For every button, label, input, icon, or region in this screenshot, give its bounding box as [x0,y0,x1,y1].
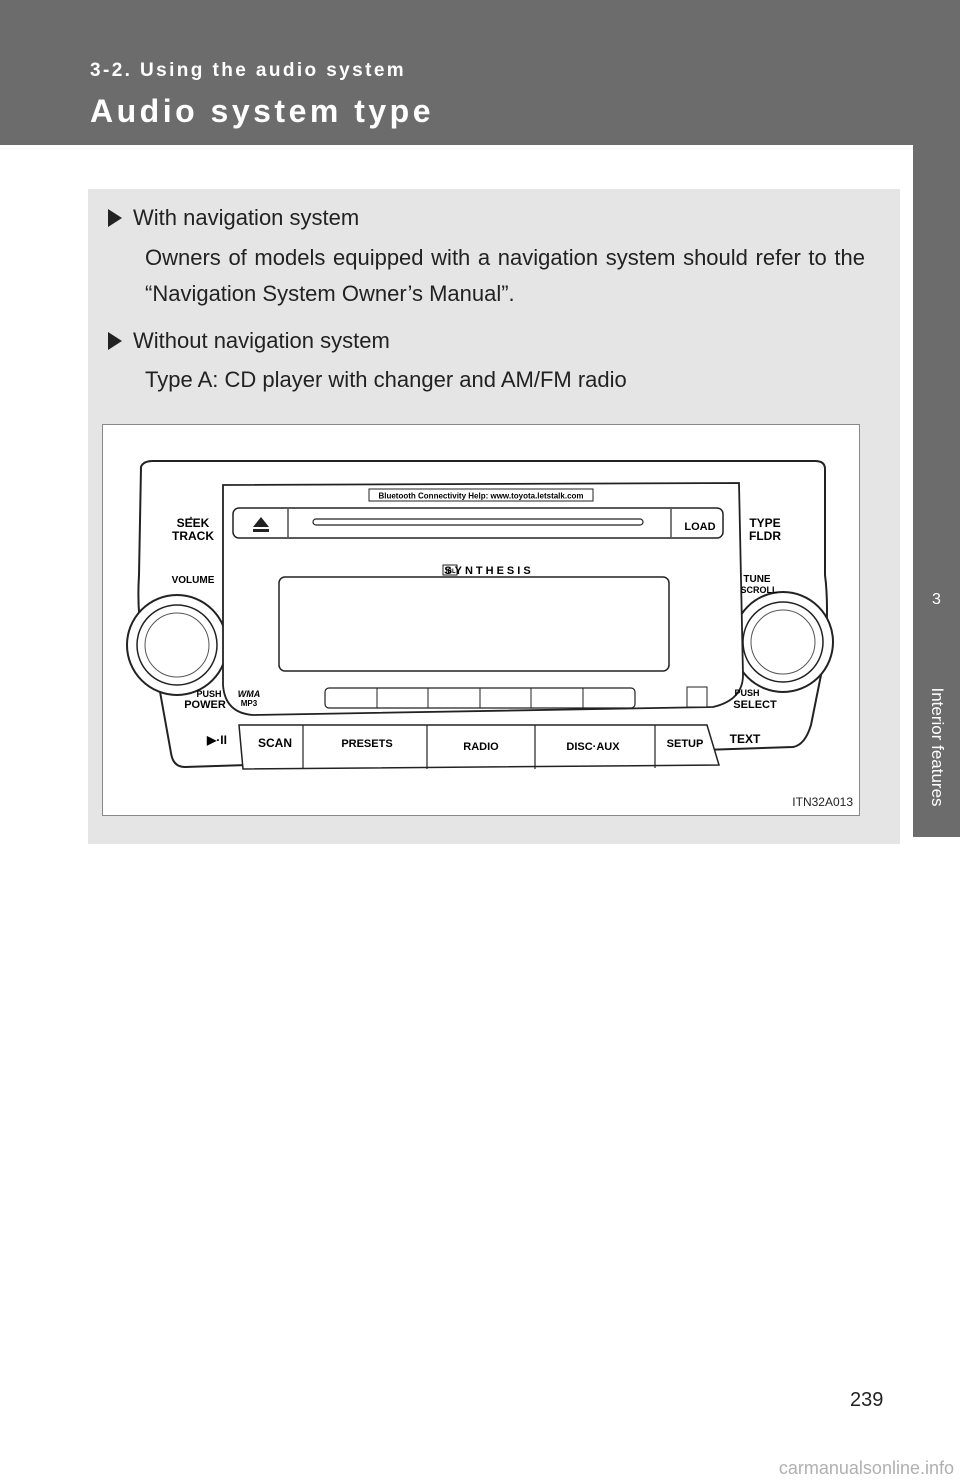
load-label: LOAD [684,521,715,533]
bullet-arrow-icon [108,209,122,227]
power-label: POWER [184,699,226,711]
section-label: 3-2. Using the audio system [90,60,407,81]
wma-logo: WMA [238,689,261,699]
volume-label: VOLUME [172,575,215,586]
side-tab-strip [913,145,960,557]
bullet-description: Owners of models equipped with a navigat… [145,245,865,306]
type-label: TYPE [749,516,780,530]
chapter-label-tab: Interior features [913,657,960,837]
setup-label: SETUP [667,738,704,750]
seek-label: SEEK [177,516,210,530]
page-title: Audio system type [90,93,435,129]
track-label: TRACK [172,529,214,543]
display-screen [278,576,670,672]
page-header: 3-2. Using the audio system Audio system… [0,0,960,145]
scroll-label: SCROLL [741,585,779,595]
synthesis-logo: SYNTHESIS [444,565,533,577]
audio-unit-figure: Bluetooth Connectivity Help: www.toyota.… [102,424,860,816]
jbl-logo: JBL [444,569,456,575]
bullet-without-navigation: Without navigation system [108,328,390,354]
select-label: SELECT [733,699,777,711]
play-pause-label: ▶·II [206,733,227,747]
disc-aux-label: DISC·AUX [566,741,620,753]
tune-label: TUNE [743,574,771,585]
bullet-description: Type A: CD player with changer and AM/FM… [145,367,627,392]
chapter-tab[interactable]: 3 [913,557,960,657]
radio-label: RADIO [463,741,499,753]
scan-label: SCAN [258,736,292,750]
side-tab-top [913,0,960,145]
bluetooth-label: Bluetooth Connectivity Help: www.toyota.… [378,492,583,501]
bullet-arrow-icon [108,332,122,350]
page-number: 239 [850,1389,884,1411]
eject-icon [253,517,269,527]
chapter-number: 3 [932,591,941,608]
mp3-logo: MP3 [241,699,258,708]
push-label: PUSH [734,688,759,698]
figure-id: ITN32A013 [792,795,853,809]
fldr-label: FLDR [749,529,781,543]
bullet-label: With navigation system [133,205,360,230]
disc-logo-icon [686,686,708,708]
chapter-label: Interior features [927,687,947,807]
bullet-with-navigation: With navigation system [108,205,359,231]
bullet-label: Without navigation system [133,328,390,353]
up-chevron-icon: ^ [189,515,194,525]
text-label: TEXT [730,732,761,746]
audio-unit-illustration: Bluetooth Connectivity Help: www.toyota.… [126,460,834,770]
watermark[interactable]: carmanualsonline.info [778,1458,954,1478]
push-label: PUSH [196,689,221,699]
presets-label: PRESETS [341,738,392,750]
